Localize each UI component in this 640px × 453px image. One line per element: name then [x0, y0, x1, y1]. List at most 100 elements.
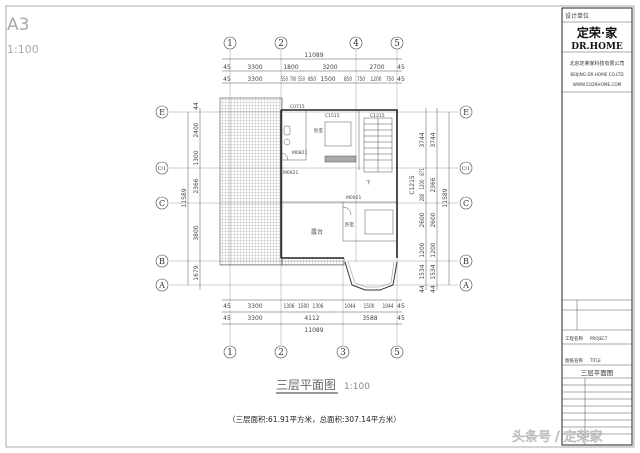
axis-label: B [159, 257, 165, 266]
dim-text: 2600 [419, 212, 426, 227]
dim-text: 1200 [419, 179, 426, 189]
dim-text: 750 [386, 76, 394, 83]
dim-text: 3744 [419, 132, 426, 147]
dim-text: 3588 [362, 315, 377, 322]
dim-text: 1200 [371, 76, 382, 83]
axis-label: 2 [278, 39, 284, 49]
stair-direction: 下 [366, 180, 371, 186]
drawing-name-label: 图纸名称 [565, 357, 583, 364]
drawing-name-value: TITLE [589, 358, 601, 363]
opening-label: C0715 [290, 104, 305, 110]
toilet-icon [283, 125, 291, 136]
axis-label: C [463, 199, 469, 208]
dim-text: 1200 [430, 242, 437, 257]
axis-label: A [462, 281, 469, 290]
axis-label: A [158, 281, 165, 290]
dim-text: 45 [397, 303, 405, 310]
dim-text: 3744 [430, 132, 437, 147]
dim-text: 3300 [247, 76, 262, 83]
area-note: （三层面积:61.91平方米，总面积:307.14平方米） [228, 414, 401, 424]
door-swing-icon [342, 206, 352, 216]
axis-label: 3 [340, 348, 346, 358]
bed-icon [324, 121, 352, 147]
wardrobe-icon [324, 155, 357, 163]
dim-text: 850 [308, 76, 316, 83]
axis-label: 2 [278, 348, 284, 358]
dim-text: 1500 [320, 76, 335, 83]
dim-text: 45 [397, 315, 405, 322]
dim-text: 1679 [193, 265, 200, 280]
dim-text: 1800 [283, 64, 298, 71]
project-value: PROJECT [590, 336, 608, 341]
room-label: 露台 [311, 228, 323, 236]
axis-label: 4 [353, 39, 359, 49]
axis-grid-lines [170, 50, 458, 345]
staircase [363, 117, 393, 173]
sink-icon [283, 138, 291, 146]
title-block: 设计单位 定荣·家 DR.HOME 北京定荣家科技有限公司 BEIJING DR… [561, 7, 633, 446]
room-label: 卧室 [314, 127, 323, 134]
axis-label: 5 [394, 39, 400, 49]
dim-text: 850 [344, 76, 352, 83]
axis-label: E [159, 108, 165, 117]
project-label: 工程名称 [565, 335, 583, 342]
dim-text: 1300 [193, 150, 200, 165]
axis-label: E [463, 108, 469, 117]
drawing-scale: 1:100 [344, 382, 370, 392]
axis-label: C [159, 199, 165, 208]
terrace-hatch-strip [281, 257, 345, 266]
furniture [280, 121, 394, 235]
dim-text: 871 [419, 168, 426, 176]
dim-text: 11589 [181, 188, 188, 207]
bed-icon [364, 209, 394, 235]
dim-text: 45 [223, 315, 231, 322]
axis-label: C/1 [462, 166, 471, 172]
dim-text: 1044 [345, 303, 356, 310]
dim-text: 45 [223, 303, 231, 310]
door-swing-icon [280, 152, 289, 161]
dimension-lines [187, 58, 450, 325]
logo-en: DR.HOME [571, 42, 623, 52]
dim-text: 11089 [304, 52, 323, 59]
dim-text: 280 [419, 194, 426, 202]
axis-label: 1 [227, 348, 233, 358]
dim-text: 2700 [369, 64, 384, 71]
dim-text: 1200 [419, 242, 426, 257]
room-label: 卧室 [345, 221, 354, 228]
terrace-hatch [219, 97, 283, 266]
sheet-border [5, 5, 635, 448]
dim-text: 700 [290, 76, 297, 83]
opening-label: M0921 [283, 170, 298, 176]
dim-text: 4112 [304, 315, 319, 322]
dim-text: 2366 [193, 178, 200, 193]
opening-label: C1515 [325, 113, 340, 119]
dim-text: 1500 [364, 303, 375, 310]
opening-label: M0921 [346, 195, 361, 201]
website: WWW.51DRHOME.COM [573, 82, 622, 87]
dim-text: 3300 [247, 64, 262, 71]
dim-text: 1534 [419, 264, 426, 279]
dim-text: 45 [397, 64, 405, 71]
logo-cn: 定荣·家 [577, 25, 618, 40]
watermark: 头条号 / 定荣家 [512, 429, 603, 445]
walls [280, 109, 398, 291]
dim-text: 2400 [193, 122, 200, 137]
dim-text: 2366 [430, 177, 437, 192]
axis-label: B [463, 257, 469, 266]
company-cn: 北京定荣家科技有限公司 [569, 60, 624, 67]
dim-text: 11589 [442, 188, 449, 207]
dim-text: 45 [397, 76, 405, 83]
dim-text: 550 [281, 76, 288, 83]
opening-label: M0821 [292, 150, 307, 156]
axis-label: 1 [227, 39, 233, 49]
sheet-scale-label: 1:100 [7, 43, 39, 56]
dim-text: 45 [223, 76, 231, 83]
dim-text: 3800 [193, 225, 200, 240]
dim-text: 1306 [284, 303, 295, 310]
design-unit-label: 设计单位 [565, 12, 589, 20]
dim-text: 44 [419, 285, 426, 293]
dim-text: 1044 [383, 303, 394, 310]
dim-text: 11089 [304, 327, 323, 334]
dim-text: 3200 [322, 64, 337, 71]
